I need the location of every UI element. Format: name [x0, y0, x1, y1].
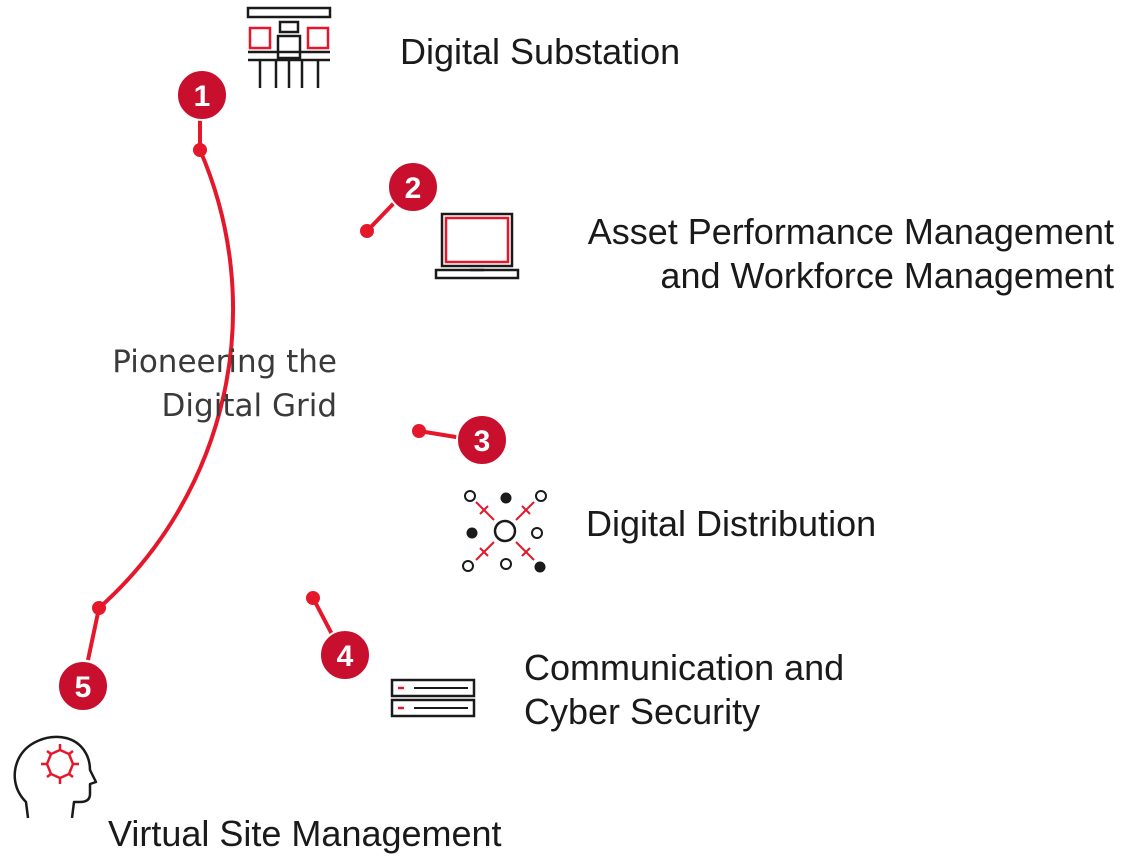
step-label-1-line1: Digital Substation — [400, 31, 681, 72]
step-label-4: Communication and Cyber Security — [524, 646, 844, 734]
step-number-2: 2 — [405, 172, 422, 205]
head-gear-icon — [10, 732, 102, 827]
step-label-2-line1: Asset Performance Management — [587, 211, 1114, 252]
step-marker-3: 3 — [456, 414, 508, 466]
step-label-5-line1: Virtual Site Management — [108, 813, 502, 854]
step-number-3: 3 — [474, 425, 491, 458]
step-number-1: 1 — [194, 80, 211, 113]
arc-dot-5 — [92, 601, 106, 615]
step-label-4-line2: Cyber Security — [524, 691, 761, 732]
substation-icon — [246, 6, 332, 95]
server-rack-icon — [390, 678, 476, 723]
arc-dot-4 — [306, 591, 320, 605]
step-number-5: 5 — [75, 671, 92, 704]
arc-path — [97, 149, 236, 610]
step-number-4: 4 — [337, 640, 354, 673]
step-label-1: Digital Substation — [400, 30, 680, 74]
laptop-icon — [434, 212, 520, 285]
step-label-3-line1: Digital Distribution — [586, 503, 877, 544]
step-marker-4: 4 — [319, 629, 371, 681]
arc-dot-1 — [193, 143, 207, 157]
step-marker-1: 1 — [176, 69, 228, 121]
diagram-title-line2: Digital Grid — [161, 388, 337, 424]
connector-5 — [86, 607, 101, 661]
step-label-2: Asset Performance Management and Workfor… — [588, 210, 1114, 298]
step-label-3: Digital Distribution — [586, 502, 876, 546]
step-marker-5: 5 — [57, 660, 109, 712]
step-marker-2: 2 — [387, 161, 439, 213]
network-nodes-icon — [460, 488, 550, 583]
diagram-title-line1: Pioneering the — [112, 344, 337, 380]
connector-3 — [418, 429, 463, 440]
arc-dot-3 — [412, 424, 426, 438]
diagram-title: Pioneering the Digital Grid — [112, 340, 337, 428]
arc-dot-2 — [360, 224, 374, 238]
step-label-4-line1: Communication and — [524, 647, 845, 688]
step-label-2-line2: and Workforce Management — [660, 255, 1114, 296]
step-label-5: Virtual Site Management — [108, 812, 502, 856]
